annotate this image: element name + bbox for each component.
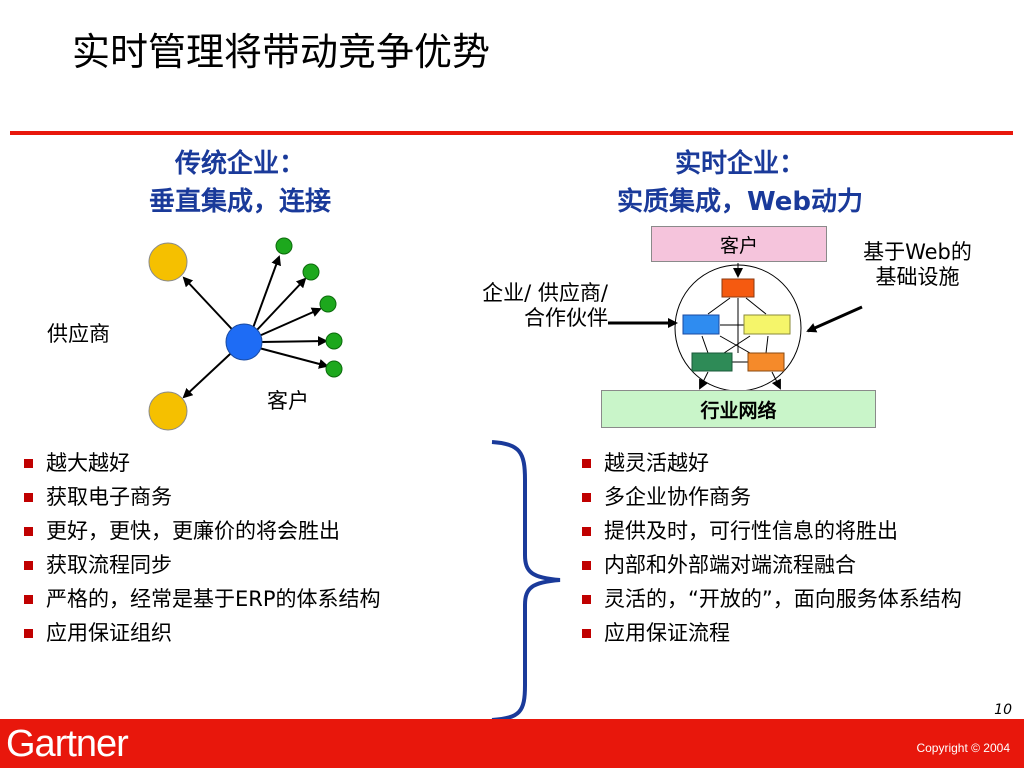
bullet-icon	[582, 493, 591, 502]
partners-label-line1: 企业/ 供应商/	[482, 281, 608, 305]
right-heading-line2: 实质集成，Web动力	[617, 187, 863, 217]
customer-node-2	[302, 263, 320, 281]
list-item: 获取电子商务	[18, 480, 518, 514]
gartner-logo: Gartner	[6, 723, 129, 765]
list-item: 获取流程同步	[18, 548, 518, 582]
partners-label-line2: 合作伙伴	[524, 306, 608, 331]
network-node-bottom-right	[747, 352, 785, 372]
bullet-icon	[24, 493, 33, 502]
network-node-right	[743, 314, 791, 335]
list-item: 应用保证组织	[18, 616, 518, 650]
right-heading: 实时企业： 实质集成，Web动力	[560, 145, 920, 221]
bullet-icon	[582, 459, 591, 468]
industry-network-box: 行业网络	[601, 390, 876, 428]
enterprise-hub-node	[225, 323, 263, 361]
bullet-icon	[582, 527, 591, 536]
web-infrastructure-label: 基于Web的 基础设施	[840, 240, 995, 290]
bullet-icon	[24, 629, 33, 638]
customer-node-4	[325, 332, 343, 350]
page-number: 10	[994, 702, 1012, 718]
left-heading: 传统企业： 垂直集成，连接	[90, 145, 390, 221]
list-item: 灵活的，“开放的”，面向服务体系结构	[576, 582, 1006, 616]
list-item: 越灵活越好	[576, 446, 1006, 480]
footer-bar	[0, 719, 1024, 768]
list-item: 更好，更快，更廉价的将会胜出	[18, 514, 518, 548]
bullet-icon	[24, 459, 33, 468]
bullet-icon	[24, 527, 33, 536]
right-heading-line1: 实时企业：	[674, 149, 805, 179]
customer-node-3	[319, 295, 337, 313]
left-heading-line2: 垂直集成，连接	[148, 187, 331, 217]
list-item: 严格的，经常是基于ERP的体系结构	[18, 582, 518, 616]
list-item: 越大越好	[18, 446, 518, 480]
network-node-top	[721, 278, 755, 298]
customer-link-5	[258, 347, 329, 369]
list-item: 内部和外部端对端流程融合	[576, 548, 1006, 582]
traditional-enterprise-bullets: 越大越好 获取电子商务 更好，更快，更廉价的将会胜出 获取流程同步 严格的，经常…	[18, 446, 518, 650]
customer-link-4	[260, 336, 328, 347]
supplier-node-top	[148, 242, 188, 282]
customer-link-3	[258, 307, 322, 337]
supplier-node-bottom	[148, 391, 188, 431]
comparison-brace	[491, 440, 561, 722]
web-label-line1: 基于Web的	[863, 240, 972, 264]
title-divider	[10, 131, 1013, 135]
copyright-text: Copyright © 2004	[916, 741, 1010, 755]
partners-label: 企业/ 供应商/ 合作伙伴	[430, 281, 608, 331]
customer-label: 客户	[267, 389, 309, 413]
bullet-icon	[582, 629, 591, 638]
bullet-icon	[582, 561, 591, 570]
customer-node-5	[325, 360, 343, 378]
network-node-left	[682, 314, 720, 335]
bullet-icon	[24, 561, 33, 570]
bullet-icon	[582, 595, 591, 604]
web-infrastructure-arrow	[806, 305, 863, 333]
list-item: 提供及时，可行性信息的将胜出	[576, 514, 1006, 548]
customer-node-1	[275, 237, 293, 255]
page-title: 实时管理将带动竞争优势	[72, 30, 491, 74]
realtime-enterprise-bullets: 越灵活越好 多企业协作商务 提供及时，可行性信息的将胜出 内部和外部端对端流程融…	[576, 446, 1006, 650]
supplier-label: 供应商	[47, 322, 110, 346]
left-heading-line1: 传统企业：	[174, 149, 305, 179]
bullet-icon	[24, 595, 33, 604]
network-to-industry-arrow-left	[699, 371, 709, 390]
customer-link-2	[255, 277, 307, 332]
customer-link-1	[252, 255, 281, 329]
list-item: 应用保证流程	[576, 616, 1006, 650]
network-node-bottom-left	[691, 352, 733, 372]
customer-box: 客户	[651, 226, 827, 262]
list-item: 多企业协作商务	[576, 480, 1006, 514]
web-label-line2: 基础设施	[875, 265, 960, 290]
network-to-industry-arrow-right	[771, 371, 781, 390]
